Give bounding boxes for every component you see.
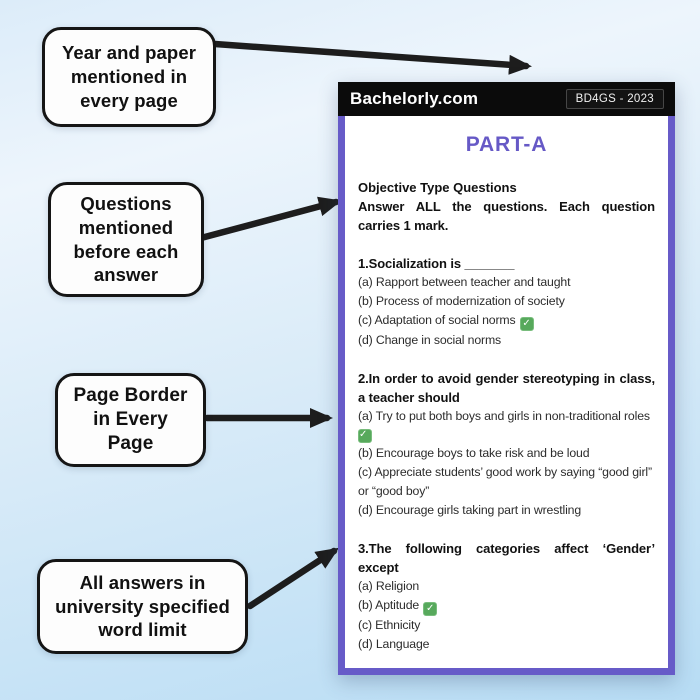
question-2-option-d: (d) Encourage girls taking part in wrest…	[358, 503, 582, 517]
callout-word-limit: All answers in university specified word…	[37, 559, 248, 654]
callout-questions-label: Questions mentioned before each answer	[73, 193, 179, 286]
question-2-option-c: (c) Appreciate students’ good work by sa…	[358, 465, 652, 498]
question-2: 2.In order to avoid gender stereotyping …	[358, 369, 655, 520]
correct-answer-check-icon: ✓	[519, 317, 534, 331]
question-3-title: 3.The following categories affect ‘Gende…	[358, 541, 655, 575]
question-3-option-c: (c) Ethnicity	[358, 618, 421, 632]
arrow-year-paper	[211, 40, 532, 75]
question-1-title: 1.Socialization is _______	[358, 256, 515, 271]
question-3-option-d: (d) Language	[358, 637, 430, 651]
arrow-questions	[197, 196, 342, 242]
callout-word-limit-label: All answers in university specified word…	[55, 571, 230, 641]
question-2-option-b: (b) Encourage boys to take risk and be l…	[358, 446, 590, 460]
question-1: 1.Socialization is _______ (a) Rapport b…	[358, 254, 655, 350]
arrow-word-limit	[246, 547, 340, 610]
part-label: PART-A	[465, 133, 548, 156]
exam-page-body: PART-A Objective Type Questions Answer A…	[338, 116, 675, 675]
paper-code-badge: BD4GS - 2023	[565, 89, 664, 109]
exam-page-preview: Bachelorly.com BD4GS - 2023 PART-A Objec…	[338, 82, 675, 675]
question-3: 3.The following categories affect ‘Gende…	[358, 539, 655, 654]
instruction-text: Answer ALL the questions. Each question …	[358, 199, 655, 233]
question-2-title: 2.In order to avoid gender stereotyping …	[358, 371, 655, 405]
question-1-option-b: (b) Process of modernization of society	[358, 294, 565, 308]
callout-year-paper-label: Year and paper mentioned in every page	[61, 42, 197, 111]
question-1-option-a: (a) Rapport between teacher and taught	[358, 275, 571, 289]
question-3-option-a: (a) Religion	[358, 579, 420, 593]
callout-questions: Questions mentioned before each answer	[48, 182, 204, 297]
question-2-option-a: (a) Try to put both boys and girls in no…	[358, 407, 655, 443]
question-1-option-c: (c) Adaptation of social norms✓	[358, 311, 655, 331]
brand-title: Bachelorly.com	[350, 89, 479, 108]
correct-answer-check-icon: ✓	[423, 602, 438, 616]
question-3-option-b: (b) Aptitude✓	[358, 596, 655, 616]
callout-page-border-label: Page Border in Every Page	[73, 384, 188, 455]
section-title: Objective Type Questions	[358, 180, 517, 195]
question-1-option-d: (d) Change in social norms	[358, 333, 502, 347]
correct-answer-check-icon: ✓	[358, 429, 372, 443]
exam-page-header: Bachelorly.com BD4GS - 2023	[338, 82, 675, 116]
callout-year-paper: Year and paper mentioned in every page	[42, 27, 216, 127]
callout-page-border: Page Border in Every Page	[55, 373, 206, 467]
